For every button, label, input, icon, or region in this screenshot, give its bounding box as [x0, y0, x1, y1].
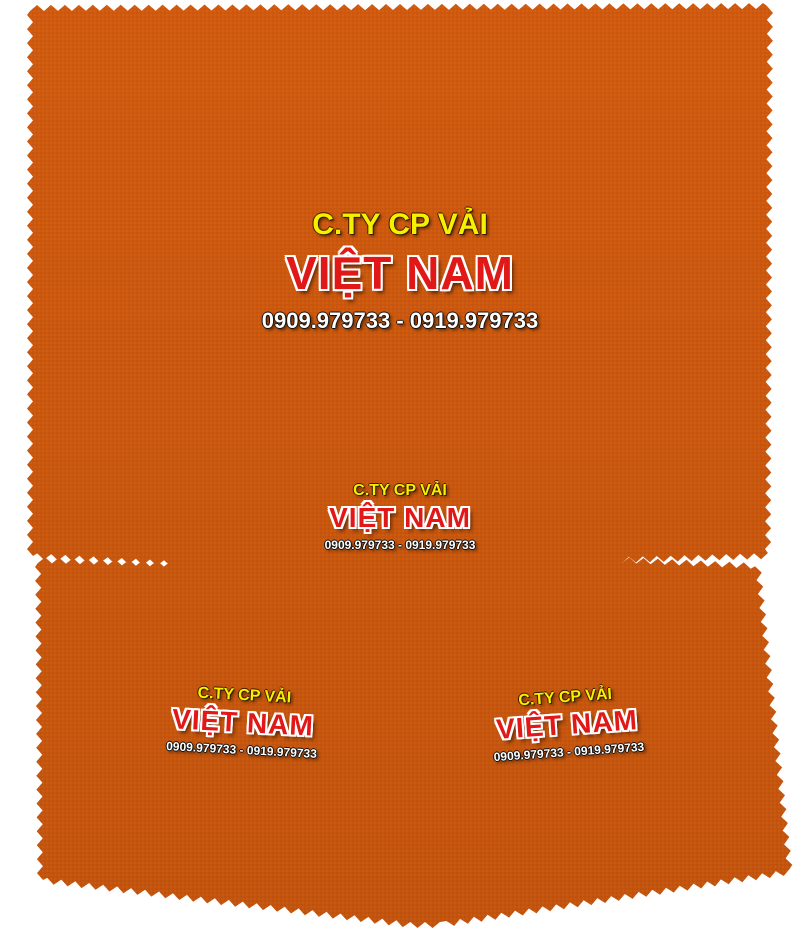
watermark-left-panel: C.TY CP VẢI VIỆT NAM 0909.979733 - 0919.…: [136, 683, 349, 762]
watermark-right-panel: C.TY CP VẢI VIỆT NAM 0909.979733 - 0919.…: [460, 683, 674, 765]
watermark-brand: VIỆT NAM: [171, 703, 315, 742]
watermark-phone: 0909.979733 - 0919.979733: [261, 308, 539, 333]
watermark-brand: VIỆT NAM: [329, 502, 471, 533]
watermark-center: C.TY CP VẢI VIỆT NAM 0909.979733 - 0919.…: [300, 482, 500, 552]
fabric-shading: [27, 3, 793, 928]
watermark-phone: 0909.979733 - 0919.979733: [324, 538, 476, 552]
watermark-main: C.TY CP VẢI VIỆT NAM 0909.979733 - 0919.…: [200, 210, 600, 332]
watermark-brand: VIỆT NAM: [286, 247, 514, 299]
watermark-company: C.TY CP VẢI: [353, 482, 447, 499]
watermark-company: C.TY CP VẢI: [312, 208, 488, 241]
